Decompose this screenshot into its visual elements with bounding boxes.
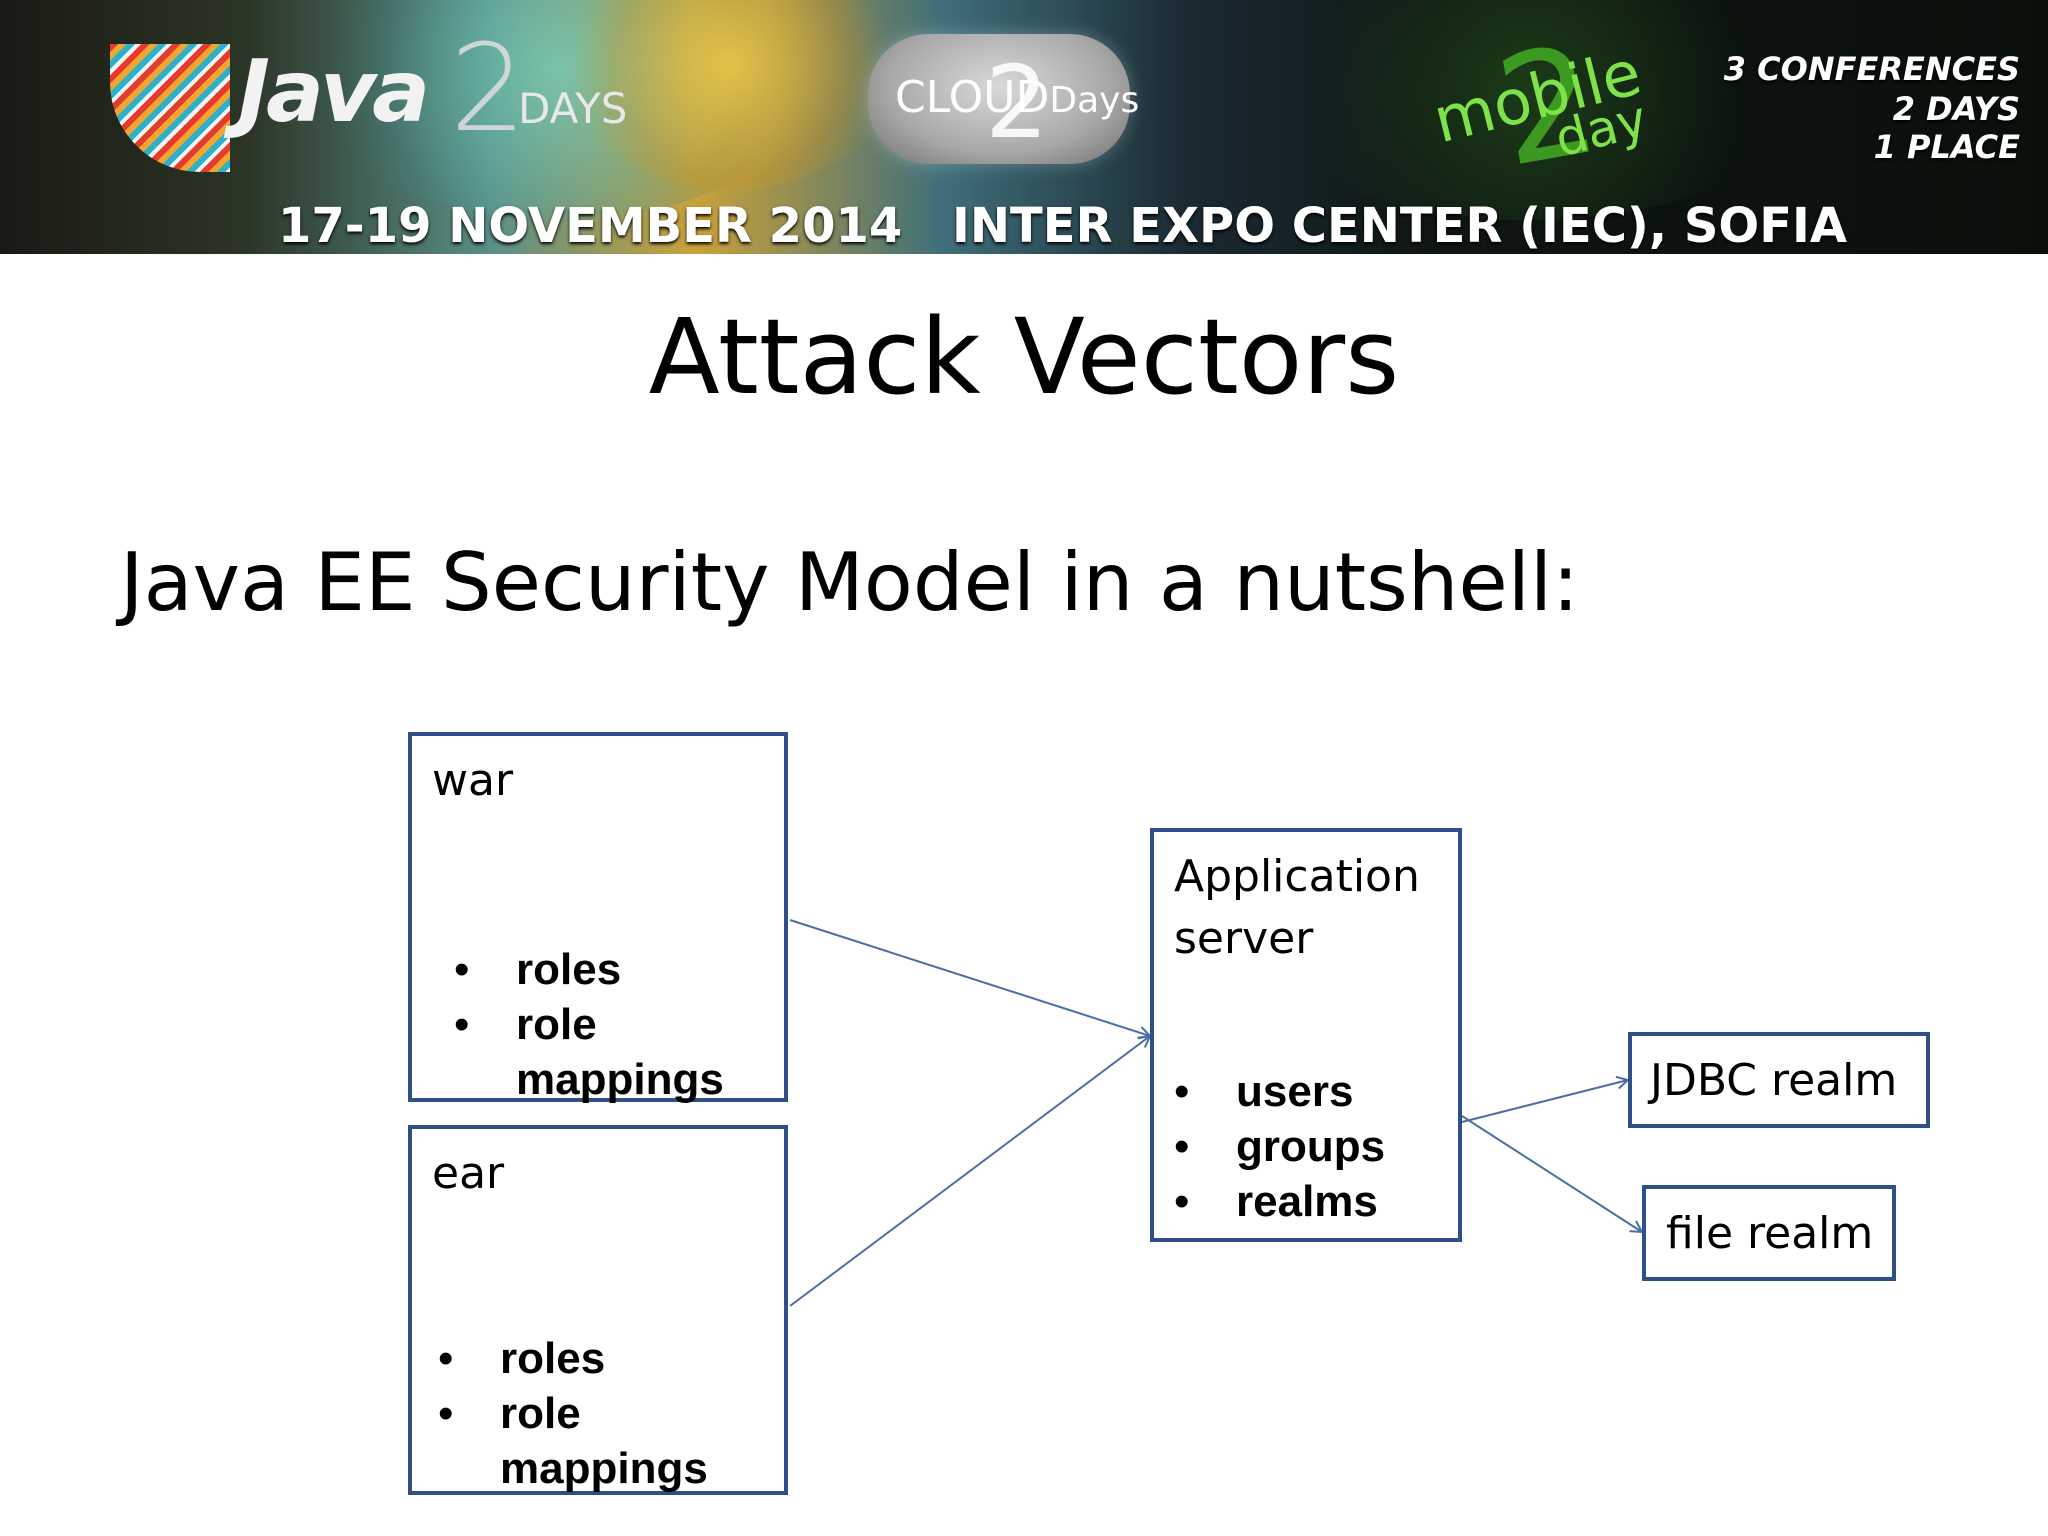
cloud2days-logo: CLOUDDays [895,72,1139,123]
arrow-app-server-to-jdbc-realm [1461,1080,1628,1123]
banner-place: 1 PLACE [1873,128,2020,166]
file-realm-box: file realm [1642,1185,1896,1281]
ear-box-list: roles role mappings [438,1331,768,1496]
java2days-logo-days: DAYS [518,84,628,133]
conference-banner: 2 Java DAYS 2 CLOUDDays 2 mobile day 3 C… [0,0,2048,254]
application-server-list: users groups realms [1174,1064,1454,1229]
jdbc-realm-box: JDBC realm [1628,1032,1930,1128]
banner-date: 17-19 NOVEMBER 2014 [278,198,903,254]
war-box-list: roles role mappings [454,942,774,1107]
list-item: realms [1174,1174,1454,1229]
list-item: roles [438,1331,768,1386]
java2days-stripe-logo-icon [110,44,230,172]
arrow-war-to-app-server [789,919,1150,1036]
list-item: groups [1174,1119,1454,1174]
application-server-title: Application server [1174,851,1420,964]
list-item: users [1174,1064,1454,1119]
arrow-app-server-to-file-realm [1461,1115,1642,1232]
slide-subtitle: Java EE Security Model in a nutshell: [120,536,1580,629]
banner-days: 2 DAYS [1892,90,2020,128]
ear-box-title: ear [432,1148,505,1199]
list-item: roles [454,942,774,997]
ear-box: ear roles role mappings [408,1125,788,1495]
banner-venue: INTER EXPO CENTER (IEC), SOFIA [952,198,1847,254]
application-server-box: Application server users groups realms [1150,828,1462,1242]
cloud2days-logo-cloud: CLOUD [895,72,1050,123]
cloud2days-logo-two: 2 [985,44,1049,161]
cloud2days-logo-days: Days [1049,80,1140,121]
list-item: role mappings [454,997,774,1107]
java2days-logo-two: 2 [450,20,527,159]
list-item: role mappings [438,1386,768,1496]
slide-title: Attack Vectors [648,296,1400,418]
cloud-icon [868,34,1130,164]
java2days-logo-java: Java [238,42,430,142]
banner-conferences: 3 CONFERENCES [1723,50,2020,88]
file-realm-label: file realm [1666,1208,1874,1259]
war-box: war roles role mappings [408,732,788,1104]
war-box-title: war [432,755,514,806]
arrow-ear-to-app-server [789,1036,1150,1307]
jdbc-realm-label: JDBC realm [1650,1055,1898,1106]
banner-glow [1250,0,1810,220]
